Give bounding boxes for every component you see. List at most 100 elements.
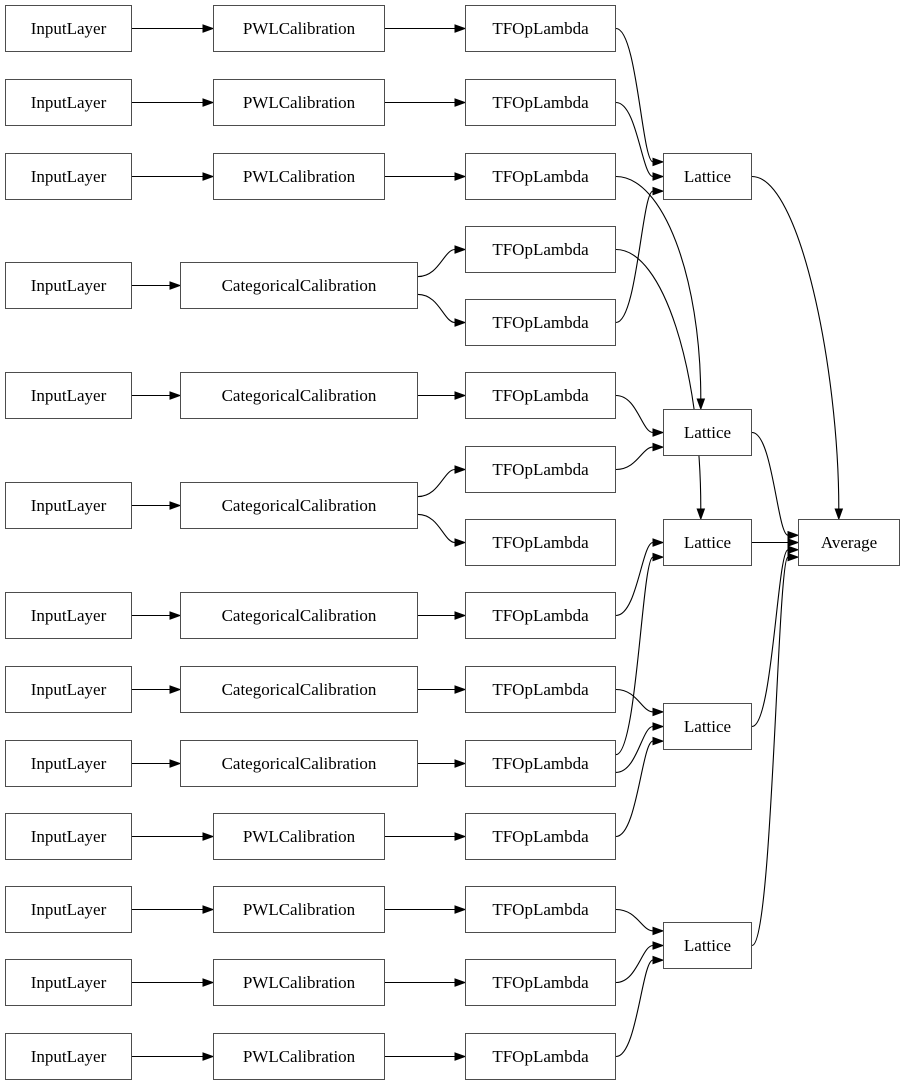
node-op15[interactable]: TFOpLambda xyxy=(465,1033,616,1080)
node-in11[interactable]: InputLayer xyxy=(5,886,132,933)
node-op6[interactable]: TFOpLambda xyxy=(465,372,616,419)
node-lat2[interactable]: Lattice xyxy=(663,409,752,456)
node-op8[interactable]: TFOpLambda xyxy=(465,519,616,566)
arrowhead-cal6-to-op8 xyxy=(454,538,467,547)
node-op9[interactable]: TFOpLambda xyxy=(465,592,616,639)
node-label: InputLayer xyxy=(30,900,107,919)
node-op14[interactable]: TFOpLambda xyxy=(465,959,616,1006)
node-label: PWLCalibration xyxy=(242,1047,356,1066)
node-op1[interactable]: TFOpLambda xyxy=(465,5,616,52)
node-in3[interactable]: InputLayer xyxy=(5,153,132,200)
arrowhead-in10-to-cal10 xyxy=(202,832,215,841)
node-op2[interactable]: TFOpLambda xyxy=(465,79,616,126)
node-in5[interactable]: InputLayer xyxy=(5,372,132,419)
node-op13[interactable]: TFOpLambda xyxy=(465,886,616,933)
node-label: PWLCalibration xyxy=(242,19,356,38)
node-label: TFOpLambda xyxy=(492,167,589,186)
node-op4[interactable]: TFOpLambda xyxy=(465,226,616,273)
node-in13[interactable]: InputLayer xyxy=(5,1033,132,1080)
node-cal7[interactable]: CategoricalCalibration xyxy=(180,592,418,639)
arrowhead-cal4-to-op5 xyxy=(454,318,467,327)
edge-op3-to-lat2 xyxy=(615,175,702,400)
node-in1[interactable]: InputLayer xyxy=(5,5,132,52)
node-in7[interactable]: InputLayer xyxy=(5,592,132,639)
node-label: InputLayer xyxy=(30,973,107,992)
edge-op7-to-lat2 xyxy=(615,446,654,471)
node-cal1[interactable]: PWLCalibration xyxy=(213,5,385,52)
arrowhead-in8-to-cal8 xyxy=(169,685,182,694)
arrowhead-in3-to-cal3 xyxy=(202,172,215,181)
node-label: TFOpLambda xyxy=(492,680,589,699)
arrowhead-in9-to-cal9 xyxy=(169,759,182,768)
arrowhead-op14-to-lat5 xyxy=(652,941,665,950)
node-in12[interactable]: InputLayer xyxy=(5,959,132,1006)
node-op7[interactable]: TFOpLambda xyxy=(465,446,616,493)
node-label: InputLayer xyxy=(30,827,107,846)
node-op3[interactable]: TFOpLambda xyxy=(465,153,616,200)
node-cal9[interactable]: CategoricalCalibration xyxy=(180,740,418,787)
arrowhead-lat2-to-avg xyxy=(787,530,800,540)
arrowhead-lat3-to-avg xyxy=(787,538,800,547)
edge-cal6-to-op8 xyxy=(417,513,456,544)
node-lat4[interactable]: Lattice xyxy=(663,703,752,750)
arrowhead-lat4-to-avg xyxy=(787,545,800,555)
node-cal3[interactable]: PWLCalibration xyxy=(213,153,385,200)
arrowhead-lat1-to-avg xyxy=(834,508,844,521)
node-label: PWLCalibration xyxy=(242,973,356,992)
arrowhead-cal1-to-op1 xyxy=(454,24,467,33)
arrowhead-cal13-to-op15 xyxy=(454,1052,467,1061)
node-in10[interactable]: InputLayer xyxy=(5,813,132,860)
edge-lat2-to-avg xyxy=(751,431,789,536)
node-op11[interactable]: TFOpLambda xyxy=(465,740,616,787)
arrowhead-in7-to-cal7 xyxy=(169,611,182,620)
node-in4[interactable]: InputLayer xyxy=(5,262,132,309)
node-cal5[interactable]: CategoricalCalibration xyxy=(180,372,418,419)
node-label: PWLCalibration xyxy=(242,167,356,186)
edge-cal4-to-op5 xyxy=(417,293,456,324)
node-label: Lattice xyxy=(683,167,732,186)
node-label: TFOpLambda xyxy=(492,973,589,992)
arrowhead-in6-to-cal6 xyxy=(169,501,182,510)
arrowhead-cal6-to-op7 xyxy=(454,465,467,474)
node-op5[interactable]: TFOpLambda xyxy=(465,299,616,346)
node-cal13[interactable]: PWLCalibration xyxy=(213,1033,385,1080)
node-lat3[interactable]: Lattice xyxy=(663,519,752,566)
arrowhead-cal5-to-op6 xyxy=(454,391,467,400)
node-cal11[interactable]: PWLCalibration xyxy=(213,886,385,933)
arrowhead-cal7-to-op9 xyxy=(454,611,467,620)
edge-op11-to-lat3 xyxy=(615,556,654,756)
edge-op11-to-lat4 xyxy=(615,725,654,773)
node-in9[interactable]: InputLayer xyxy=(5,740,132,787)
node-label: TFOpLambda xyxy=(492,240,589,259)
arrowhead-op9-to-lat3 xyxy=(652,538,665,547)
node-cal4[interactable]: CategoricalCalibration xyxy=(180,262,418,309)
node-in2[interactable]: InputLayer xyxy=(5,79,132,126)
node-cal2[interactable]: PWLCalibration xyxy=(213,79,385,126)
node-label: CategoricalCalibration xyxy=(221,754,377,773)
node-label: TFOpLambda xyxy=(492,754,589,773)
node-in6[interactable]: InputLayer xyxy=(5,482,132,529)
node-op12[interactable]: TFOpLambda xyxy=(465,813,616,860)
arrowhead-cal2-to-op2 xyxy=(454,98,467,107)
node-lat5[interactable]: Lattice xyxy=(663,922,752,969)
node-label: TFOpLambda xyxy=(492,19,589,38)
node-label: InputLayer xyxy=(30,276,107,295)
node-avg[interactable]: Average xyxy=(798,519,900,566)
arrowhead-op10-to-lat4 xyxy=(652,707,665,717)
edge-op4-to-lat3 xyxy=(615,248,702,510)
arrowhead-in1-to-cal1 xyxy=(202,24,215,33)
edge-op14-to-lat5 xyxy=(615,944,654,984)
arrowhead-in11-to-cal11 xyxy=(202,905,215,914)
node-in8[interactable]: InputLayer xyxy=(5,666,132,713)
edge-op12-to-lat4 xyxy=(615,740,654,838)
node-label: CategoricalCalibration xyxy=(221,606,377,625)
node-op10[interactable]: TFOpLambda xyxy=(465,666,616,713)
node-cal6[interactable]: CategoricalCalibration xyxy=(180,482,418,529)
node-label: PWLCalibration xyxy=(242,93,356,112)
node-cal12[interactable]: PWLCalibration xyxy=(213,959,385,1006)
node-cal8[interactable]: CategoricalCalibration xyxy=(180,666,418,713)
node-cal10[interactable]: PWLCalibration xyxy=(213,813,385,860)
node-lat1[interactable]: Lattice xyxy=(663,153,752,200)
